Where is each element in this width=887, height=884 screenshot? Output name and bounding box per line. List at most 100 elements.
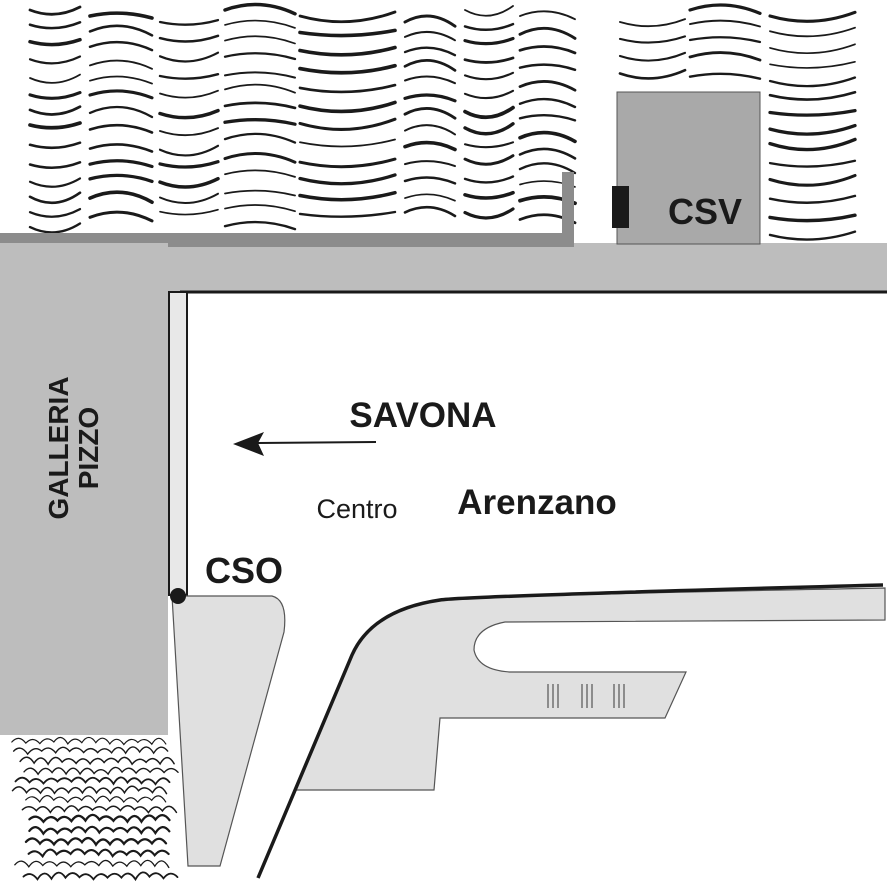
terrain-stroke xyxy=(28,21,82,30)
terrain-stroke xyxy=(28,222,82,234)
terrain-stroke xyxy=(88,143,154,153)
cso-junction-dot xyxy=(170,588,186,604)
terrain-stroke xyxy=(89,59,153,70)
csv-label: CSV xyxy=(668,191,742,232)
terrain-stroke xyxy=(404,31,456,42)
terrain-stroke xyxy=(158,51,220,63)
terrain-stroke xyxy=(298,157,397,169)
terrain-stroke xyxy=(298,100,397,114)
terrain-stroke xyxy=(158,18,220,26)
terrain-stroke xyxy=(29,73,81,84)
terrain-stroke xyxy=(299,138,396,148)
terrain-stroke xyxy=(88,105,154,119)
toll-booth-marks xyxy=(547,684,625,708)
terrain-stroke xyxy=(463,122,515,136)
terrain-stroke xyxy=(463,141,515,149)
tunnel-block xyxy=(0,243,168,735)
terrain-stroke xyxy=(688,3,762,15)
csv-marker xyxy=(612,186,629,228)
terrain-stroke xyxy=(688,72,762,80)
terrain-stroke xyxy=(463,207,515,220)
terrain-stroke xyxy=(298,190,397,202)
terrain-stroke xyxy=(88,123,154,134)
terrain-stroke xyxy=(768,123,857,136)
terrain-stroke xyxy=(223,118,297,126)
terrain-stroke xyxy=(88,190,154,204)
terrain-stroke xyxy=(223,132,297,144)
terrain-stroke xyxy=(463,190,515,200)
terrain-stroke xyxy=(403,107,457,120)
arenzano-label: Arenzano xyxy=(457,483,616,522)
terrain-stroke xyxy=(21,805,178,814)
terrain-stroke xyxy=(768,230,857,241)
terrain-stroke xyxy=(28,825,171,836)
terrain-stroke xyxy=(158,73,220,80)
terrain-stroke xyxy=(298,173,397,186)
arenzano-road-edge xyxy=(256,583,884,879)
terrain-stroke xyxy=(223,52,297,61)
terrain-stroke xyxy=(28,141,82,150)
terrain-stroke xyxy=(298,45,397,57)
terrain-stroke xyxy=(28,5,82,16)
terrain-stroke xyxy=(769,43,856,54)
terrain-stroke xyxy=(403,46,457,57)
terrain-stroke xyxy=(28,37,82,47)
terrain-stroke xyxy=(28,207,82,218)
terrain-stroke xyxy=(28,105,82,116)
terrain-stroke xyxy=(158,34,220,43)
terrain-stroke xyxy=(404,160,456,168)
terrain-stroke xyxy=(619,18,686,28)
terrain-stroke xyxy=(768,194,857,204)
savona-label: SAVONA xyxy=(349,396,496,435)
terrain-stroke xyxy=(12,746,169,756)
terrain-stroke xyxy=(688,36,762,44)
terrain-stroke xyxy=(518,114,577,122)
terrain-stroke xyxy=(404,75,456,85)
terrain-stroke xyxy=(618,68,687,80)
terrain-stroke xyxy=(14,859,170,869)
terrain-stroke xyxy=(768,173,857,187)
terrain-stroke xyxy=(24,836,168,847)
terrain-stroke xyxy=(19,756,175,766)
terrain-stroke xyxy=(28,813,171,824)
terrain-stroke xyxy=(768,213,857,223)
terrain-stroke xyxy=(518,162,577,175)
terrain-stroke xyxy=(403,59,457,72)
terrain-stroke xyxy=(158,176,220,189)
terrain-stroke xyxy=(223,220,297,231)
terrain-stroke xyxy=(159,127,219,137)
terrain-stroke xyxy=(463,56,515,64)
terrain-stroke xyxy=(768,90,857,101)
terrain-stroke xyxy=(463,22,515,31)
terrain-stroke xyxy=(224,204,296,213)
terrain-stroke xyxy=(518,97,577,109)
terrain-stroke xyxy=(404,193,456,202)
terrain-stroke xyxy=(224,71,296,79)
terrain-stroke xyxy=(463,154,515,166)
terrain-hatching-top xyxy=(28,2,857,241)
terrain-stroke xyxy=(298,28,397,38)
terrain-stroke xyxy=(768,137,857,152)
terrain-stroke xyxy=(518,130,577,144)
terrain-stroke xyxy=(463,89,515,100)
terrain-stroke xyxy=(768,108,857,117)
terrain-stroke xyxy=(518,147,577,160)
terrain-stroke xyxy=(463,105,515,120)
terrain-stroke xyxy=(223,152,297,164)
terrain-stroke xyxy=(298,210,397,218)
highway-barrier-post xyxy=(562,172,574,246)
terrain-stroke xyxy=(223,101,297,110)
terrain-stroke xyxy=(11,736,167,746)
gallery-name-line2: PIZZO xyxy=(73,407,104,489)
terrain-stroke xyxy=(224,189,296,197)
terrain-stroke xyxy=(88,159,154,169)
terrain-stroke xyxy=(28,55,82,65)
terrain-stroke xyxy=(28,191,82,205)
terrain-stroke xyxy=(518,63,577,72)
terrain-stroke xyxy=(224,19,296,29)
terrain-stroke xyxy=(88,24,154,37)
terrain-stroke xyxy=(28,121,82,130)
terrain-stroke xyxy=(768,76,857,88)
terrain-stroke xyxy=(23,766,179,776)
